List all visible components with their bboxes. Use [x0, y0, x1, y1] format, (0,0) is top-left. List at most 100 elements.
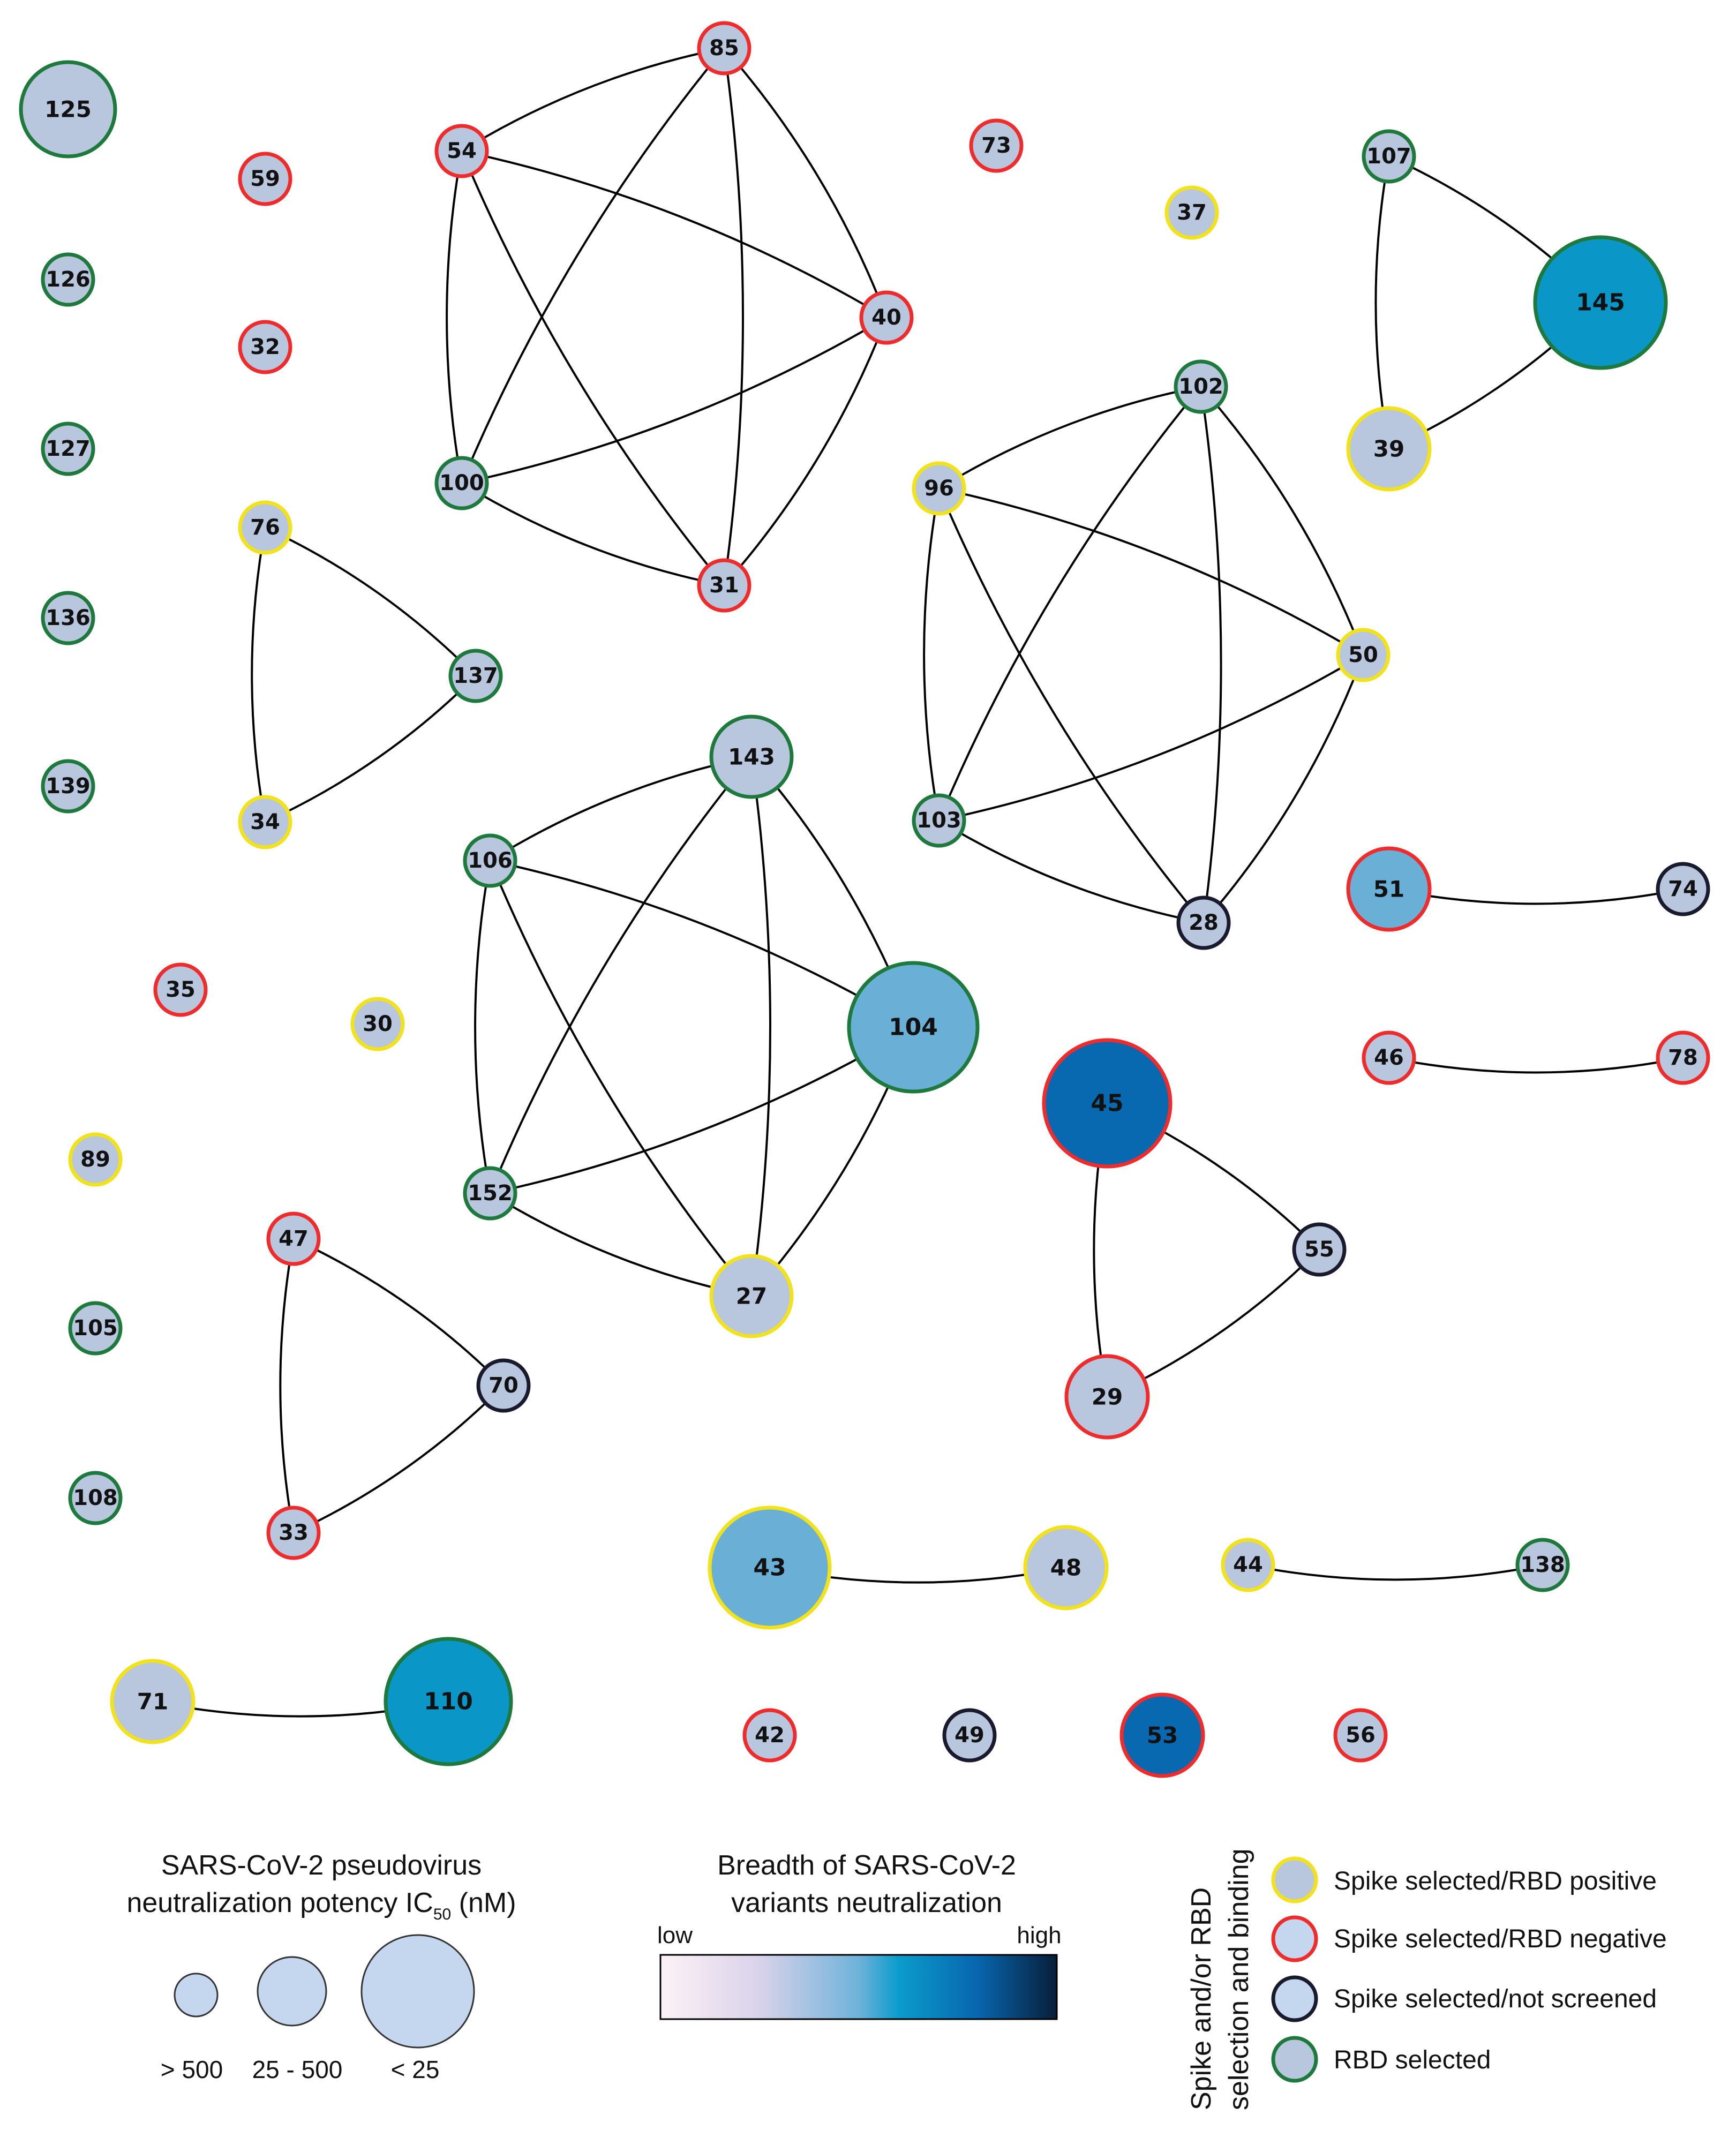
node-103: 103 — [912, 793, 966, 848]
edge-106-27 — [489, 860, 753, 1297]
edge-47-33 — [279, 1238, 295, 1533]
edge-143-106 — [489, 756, 752, 862]
node-35: 35 — [153, 962, 208, 1017]
node-73-circle — [969, 118, 1024, 173]
node-48-circle — [1023, 1525, 1109, 1610]
node-29-circle — [1064, 1354, 1150, 1440]
node-107-label: 107 — [1366, 144, 1411, 169]
node-40-label: 40 — [871, 305, 901, 330]
size-legend-title-line1: SARS-CoV-2 pseudovirus — [161, 1850, 482, 1881]
node-42-label: 42 — [755, 1723, 785, 1748]
node-34-circle — [238, 795, 292, 849]
edge-85-100 — [461, 47, 725, 484]
node-40: 40 — [859, 290, 914, 345]
node-138-label: 138 — [1520, 1553, 1565, 1577]
edge-54-100 — [446, 150, 463, 484]
legend-yellow-swatch — [1271, 1856, 1318, 1903]
node-46: 46 — [1362, 1030, 1416, 1085]
node-100-circle — [434, 456, 489, 510]
node-49-label: 49 — [955, 1723, 985, 1748]
node-100: 100 — [434, 456, 489, 510]
node-39-circle — [1346, 406, 1432, 492]
node-76-circle — [238, 500, 292, 555]
node-108: 108 — [68, 1471, 123, 1525]
node-37: 37 — [1164, 185, 1219, 240]
node-126-circle — [41, 252, 95, 307]
size-legend-mid-circle — [257, 1956, 327, 2027]
nodes-layer: 1251261271361395932763413785544010031733… — [19, 21, 1710, 1778]
node-85-circle — [697, 21, 751, 76]
node-105: 105 — [68, 1301, 123, 1356]
node-127-label: 127 — [46, 436, 91, 461]
node-76: 76 — [238, 500, 292, 555]
node-110-label: 110 — [424, 1688, 473, 1715]
node-105-circle — [68, 1301, 123, 1356]
node-110: 110 — [384, 1637, 513, 1766]
node-45-circle — [1042, 1038, 1173, 1169]
node-53-circle — [1119, 1692, 1205, 1778]
edge-96-28 — [938, 488, 1205, 924]
node-50: 50 — [1336, 628, 1391, 682]
node-127-circle — [41, 422, 95, 476]
edge-40-100 — [461, 317, 888, 484]
node-110-circle — [384, 1637, 513, 1766]
node-44-circle — [1221, 1538, 1275, 1592]
node-125: 125 — [19, 60, 117, 159]
node-152-label: 152 — [468, 1181, 513, 1206]
edge-54-40 — [461, 150, 888, 319]
node-32-circle — [238, 320, 292, 374]
edge-34-137 — [265, 675, 477, 823]
node-96-label: 96 — [924, 476, 954, 501]
node-40-circle — [859, 290, 914, 345]
node-54-label: 54 — [447, 139, 477, 163]
node-74-circle — [1656, 862, 1710, 916]
breadth-legend: Breadth of SARS-CoV-2 variants neutraliz… — [657, 1850, 1062, 2020]
node-136: 136 — [41, 591, 95, 645]
node-42: 42 — [742, 1708, 797, 1763]
node-37-label: 37 — [1177, 200, 1207, 225]
size-legend-label-small: > 500 — [161, 2056, 223, 2083]
edge-50-28 — [1203, 654, 1364, 924]
node-136-circle — [41, 591, 95, 645]
node-137-circle — [448, 649, 503, 703]
edge-76-137 — [265, 526, 477, 677]
node-145: 145 — [1533, 235, 1668, 370]
node-136-label: 136 — [46, 606, 91, 630]
node-49-circle — [942, 1708, 997, 1763]
node-28-label: 28 — [1189, 910, 1219, 935]
node-89-label: 89 — [80, 1147, 110, 1172]
node-78-label: 78 — [1668, 1045, 1698, 1070]
node-71-circle — [110, 1659, 196, 1744]
node-50-circle — [1336, 628, 1391, 682]
node-102-label: 102 — [1178, 374, 1223, 399]
node-139: 139 — [41, 759, 95, 814]
node-89: 89 — [68, 1132, 123, 1187]
node-56-label: 56 — [1346, 1723, 1376, 1748]
edge-96-50 — [938, 487, 1364, 656]
node-73-label: 73 — [981, 133, 1011, 158]
node-29-label: 29 — [1092, 1384, 1123, 1410]
node-70-label: 70 — [489, 1373, 518, 1398]
node-44-label: 44 — [1233, 1553, 1263, 1577]
legend-green-label: RBD selected — [1334, 2046, 1491, 2074]
border-legend: Spike and/or RBD selection and binding S… — [1186, 1848, 1667, 2110]
edge-102-96 — [938, 386, 1201, 490]
legend-green-swatch — [1271, 2036, 1318, 2083]
edge-104-152 — [490, 1026, 914, 1194]
node-145-circle — [1533, 235, 1668, 370]
node-139-circle — [41, 759, 95, 814]
node-54: 54 — [434, 124, 489, 178]
node-127: 127 — [41, 422, 95, 476]
edge-54-31 — [461, 150, 725, 586]
edge-107-39 — [1374, 156, 1390, 449]
node-33-label: 33 — [279, 1521, 309, 1545]
breadth-legend-title-line1: Breadth of SARS-CoV-2 — [717, 1850, 1016, 1881]
node-126: 126 — [41, 252, 95, 307]
edge-143-152 — [489, 756, 753, 1194]
node-53-label: 53 — [1147, 1722, 1178, 1749]
edge-85-54 — [461, 47, 725, 152]
node-106-label: 106 — [468, 848, 513, 873]
node-59: 59 — [238, 152, 292, 206]
node-70-circle — [476, 1358, 531, 1413]
edge-50-103 — [938, 654, 1364, 822]
